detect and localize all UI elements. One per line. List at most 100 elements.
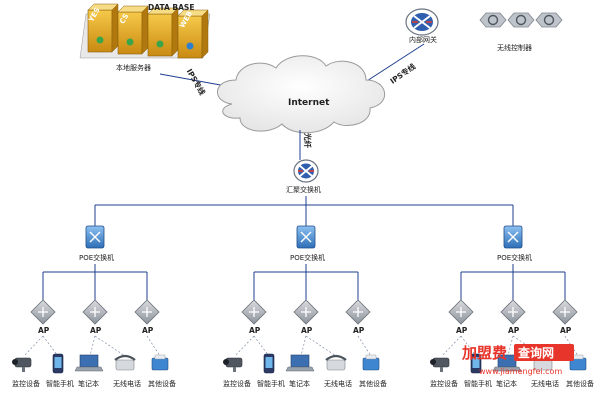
server-database: DATA BASE (147, 3, 194, 57)
access-point: AP (345, 299, 371, 335)
access-point-label: AP (301, 326, 313, 335)
access-point: AP (241, 299, 267, 335)
device-label: 智能手机 (46, 379, 74, 388)
internet-label: Internet (288, 98, 330, 108)
device-label: 监控设备 (223, 379, 251, 388)
device-label: 其他设备 (359, 379, 387, 388)
server-status-icon (126, 38, 134, 46)
access-point-label: AP (456, 326, 468, 335)
wireless-controller-caption: 无线控制器 (497, 43, 532, 52)
access-point-label: AP (142, 326, 154, 335)
wireless-link (300, 335, 307, 357)
access-point: AP (293, 299, 319, 335)
server-web: WEB (177, 9, 209, 59)
wireless-link (89, 335, 96, 357)
poe-switch-caption: POE交换机 (79, 253, 114, 262)
local-servers-caption: 本地服务器 (116, 63, 151, 72)
server-status-icon (156, 40, 164, 48)
wireless-controller-unit (479, 12, 507, 28)
internal-gateway-caption: 内部网关 (409, 35, 437, 44)
site-watermark: 加盟费 查询网 www.jiamengfei.com (461, 344, 574, 376)
access-point: AP (448, 299, 474, 335)
device-camera-icon (12, 357, 32, 372)
access-group: POE交换机 AP AP AP 监控设备智能手机笔记本 无线电话其他设备 (12, 225, 176, 388)
server-status-icon (96, 36, 104, 44)
device-label: 笔记本 (289, 379, 310, 388)
device-camera-icon (430, 357, 450, 372)
access-point-label: AP (90, 326, 102, 335)
wireless-controller-unit (507, 12, 535, 28)
internet-cloud: Internet (217, 55, 386, 134)
poe-switch-caption: POE交换机 (497, 253, 532, 262)
access-point-label: AP (353, 326, 365, 335)
watermark-url: www.jiamengfei.com (479, 367, 562, 376)
watermark-brand-b: 查询网 (517, 345, 554, 360)
server-yes: YES (87, 3, 119, 53)
access-point: AP (82, 299, 108, 335)
device-tel-icon (114, 354, 136, 371)
poe-switch-caption: POE交换机 (290, 253, 325, 262)
device-label: 无线电话 (113, 379, 141, 388)
internal-gateway: 内部网关 (405, 8, 439, 44)
poe-switch: POE交换机 (290, 225, 325, 262)
optical-link-label: 光纤 (303, 132, 313, 148)
device-label: 无线电话 (324, 379, 352, 388)
device-printer-icon (362, 354, 380, 371)
device-phone-icon (52, 353, 64, 374)
wireless-link (23, 335, 44, 357)
access-point-label: AP (508, 326, 520, 335)
poe-switch: POE交换机 (79, 225, 114, 262)
wireless-link (253, 335, 270, 357)
access-point-label: AP (560, 326, 572, 335)
device-label: 智能手机 (464, 379, 492, 388)
wireless-controller-unit (535, 12, 563, 28)
access-point: AP (500, 299, 526, 335)
distribution-links (94, 196, 514, 226)
device-laptop-icon (492, 354, 522, 372)
access-group: POE交换机 AP AP AP 监控设备智能手机笔记本 无线电话其他设备 (223, 225, 387, 388)
access-point-label: AP (38, 326, 50, 335)
device-laptop-icon (74, 354, 104, 372)
wireless-link (234, 335, 255, 357)
server-globe-icon (186, 42, 194, 50)
core-switch: 汇聚交换机 (286, 159, 321, 194)
access-group: POE交换机 AP AP AP 监控设备智能手机笔记本 无线电话其他设备 (430, 225, 594, 388)
device-label: 无线电话 (531, 379, 559, 388)
wireless-link (460, 335, 477, 357)
access-point-label: AP (249, 326, 261, 335)
device-laptop-icon (285, 354, 315, 372)
wireless-link (441, 335, 462, 357)
device-camera-icon (223, 357, 243, 372)
access-point: AP (134, 299, 160, 335)
device-label: 监控设备 (430, 379, 458, 388)
server-database-label: DATA BASE (148, 3, 194, 12)
watermark-brand-a: 加盟费 (461, 344, 507, 362)
wireless-link (146, 335, 161, 357)
wireless-controllers: 无线控制器 (479, 12, 563, 52)
wireless-link (357, 335, 372, 357)
device-label: 智能手机 (257, 379, 285, 388)
device-label: 其他设备 (566, 379, 594, 388)
device-printer-icon (151, 354, 169, 371)
device-label: 笔记本 (78, 379, 99, 388)
watermark-badge (514, 344, 574, 361)
device-label: 监控设备 (12, 379, 40, 388)
device-label: 笔记本 (496, 379, 517, 388)
poe-switch: POE交换机 (497, 225, 532, 262)
wireless-link (94, 335, 126, 357)
device-phone-icon (263, 353, 275, 374)
device-tel-icon (325, 354, 347, 371)
wireless-link (42, 335, 59, 357)
device-phone-icon (470, 353, 482, 374)
server-cs: CS (117, 5, 149, 55)
core-switch-caption: 汇聚交换机 (286, 185, 321, 194)
access-point: AP (30, 299, 56, 335)
device-label: 其他设备 (148, 379, 176, 388)
wireless-link (305, 335, 337, 357)
device-printer-icon (569, 354, 587, 371)
local-servers: YES CS DATA BASE WEB 本地服务器 (79, 3, 211, 72)
access-point: AP (552, 299, 578, 335)
